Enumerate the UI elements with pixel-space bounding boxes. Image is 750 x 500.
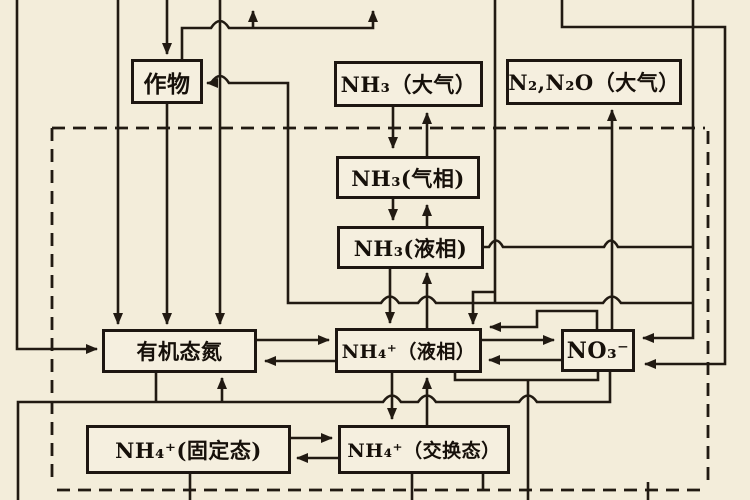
box-no3-label: NO₃⁻ bbox=[566, 337, 630, 364]
box-organic-nitrogen: 有机态氮 bbox=[102, 329, 257, 373]
box-nh3-liquid-phase-label: NH₃(液相) bbox=[353, 235, 468, 261]
box-nh4-liquid-phase-label: NH₄⁺（液相） bbox=[341, 341, 476, 363]
plant-uptake-line bbox=[206, 0, 693, 332]
nitrification-arrows bbox=[482, 335, 561, 365]
mineralization-arrows bbox=[257, 335, 335, 366]
nh3-exchange-chain bbox=[385, 106, 432, 328]
harvest-export-arrows bbox=[180, 10, 378, 61]
box-nh4-fixed: NH₄⁺(固定态) bbox=[86, 425, 291, 474]
no3-return-line bbox=[16, 371, 612, 500]
box-nh4-fixed-label: NH₄⁺(固定态) bbox=[115, 437, 262, 463]
soil-boundary-dashed bbox=[50, 126, 710, 492]
box-no3: NO₃⁻ bbox=[561, 329, 635, 372]
box-organic-nitrogen-label: 有机态氮 bbox=[136, 339, 223, 364]
box-nh3-gas-phase: NH₃(气相) bbox=[336, 156, 480, 199]
no3-input-rails bbox=[560, 0, 727, 369]
box-n2-n2o-atmosphere-label: N₂,N₂O（大气） bbox=[508, 70, 680, 95]
top-input-arrows bbox=[15, 0, 225, 354]
box-nh4-exchangeable: NH₄⁺（交换态） bbox=[338, 425, 510, 474]
nh3-lateral-line bbox=[483, 239, 692, 249]
box-n2-n2o-atmosphere: N₂,N₂O（大气） bbox=[506, 59, 682, 105]
box-nh4-exchangeable-label: NH₄⁺（交换态） bbox=[347, 440, 501, 462]
nh4-fixed-arrows bbox=[291, 433, 338, 463]
bottom-drain-lines bbox=[188, 474, 650, 500]
box-nh3-atmosphere-label: NH₃（大气） bbox=[340, 72, 477, 97]
box-nh3-liquid-phase: NH₃(液相) bbox=[337, 226, 484, 269]
box-nh3-atmosphere: NH₃（大气） bbox=[334, 61, 483, 107]
box-nh4-liquid-phase: NH₄⁺（液相） bbox=[335, 328, 482, 373]
box-nh3-gas-phase-label: NH₃(气相) bbox=[351, 165, 465, 191]
no3-bottom-links bbox=[453, 371, 600, 500]
box-crop: 作物 bbox=[131, 59, 203, 104]
box-crop-label: 作物 bbox=[143, 70, 191, 98]
